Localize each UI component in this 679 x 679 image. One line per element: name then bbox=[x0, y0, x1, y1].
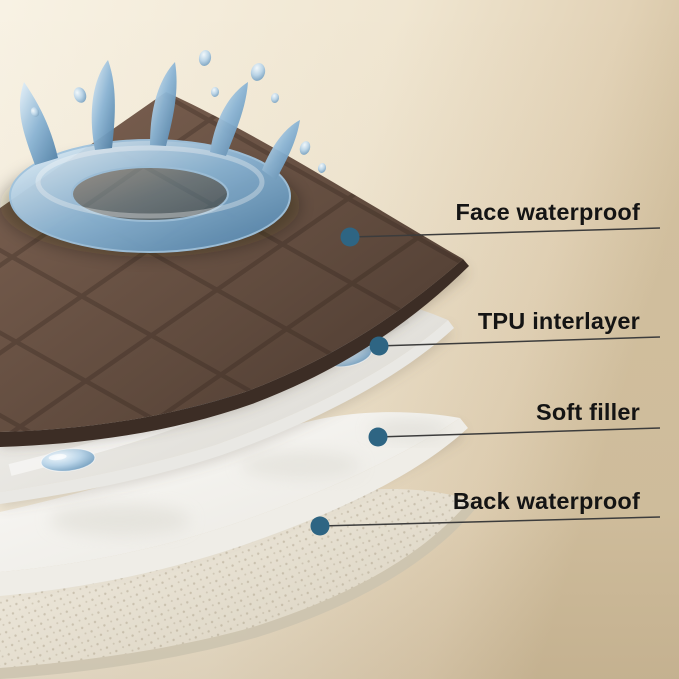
callout-dot bbox=[340, 227, 360, 247]
layer-soft-filler bbox=[0, 412, 468, 596]
callout-dot bbox=[368, 427, 388, 447]
water-splash bbox=[8, 50, 327, 254]
layer-back-waterproof bbox=[0, 488, 476, 679]
callout-tpu-interlayer: TPU interlayer bbox=[369, 308, 661, 356]
callout-label: TPU interlayer bbox=[478, 308, 640, 334]
splash-droplet bbox=[198, 50, 212, 66]
splash-droplet bbox=[270, 93, 280, 103]
water-droplet bbox=[40, 448, 96, 472]
splash-droplet bbox=[299, 141, 311, 155]
callout-label: Face waterproof bbox=[455, 199, 640, 225]
callout-dot bbox=[310, 516, 330, 536]
splash-droplet bbox=[250, 63, 266, 81]
callout-soft-filler: Soft filler bbox=[368, 399, 661, 447]
splash-droplet bbox=[30, 107, 40, 117]
callout-line bbox=[349, 227, 661, 238]
callout-back-waterproof: Back waterproof bbox=[310, 488, 661, 536]
callout-face-waterproof: Face waterproof bbox=[340, 199, 661, 247]
splash-droplet bbox=[210, 87, 220, 97]
splash-droplet bbox=[73, 87, 87, 103]
callout-label: Back waterproof bbox=[453, 488, 640, 514]
splash-droplet bbox=[317, 163, 327, 173]
callout-label: Soft filler bbox=[536, 399, 640, 425]
callout-line bbox=[378, 336, 661, 347]
callout-line bbox=[377, 427, 661, 438]
callout-line bbox=[319, 516, 661, 527]
callout-dot bbox=[369, 336, 389, 356]
